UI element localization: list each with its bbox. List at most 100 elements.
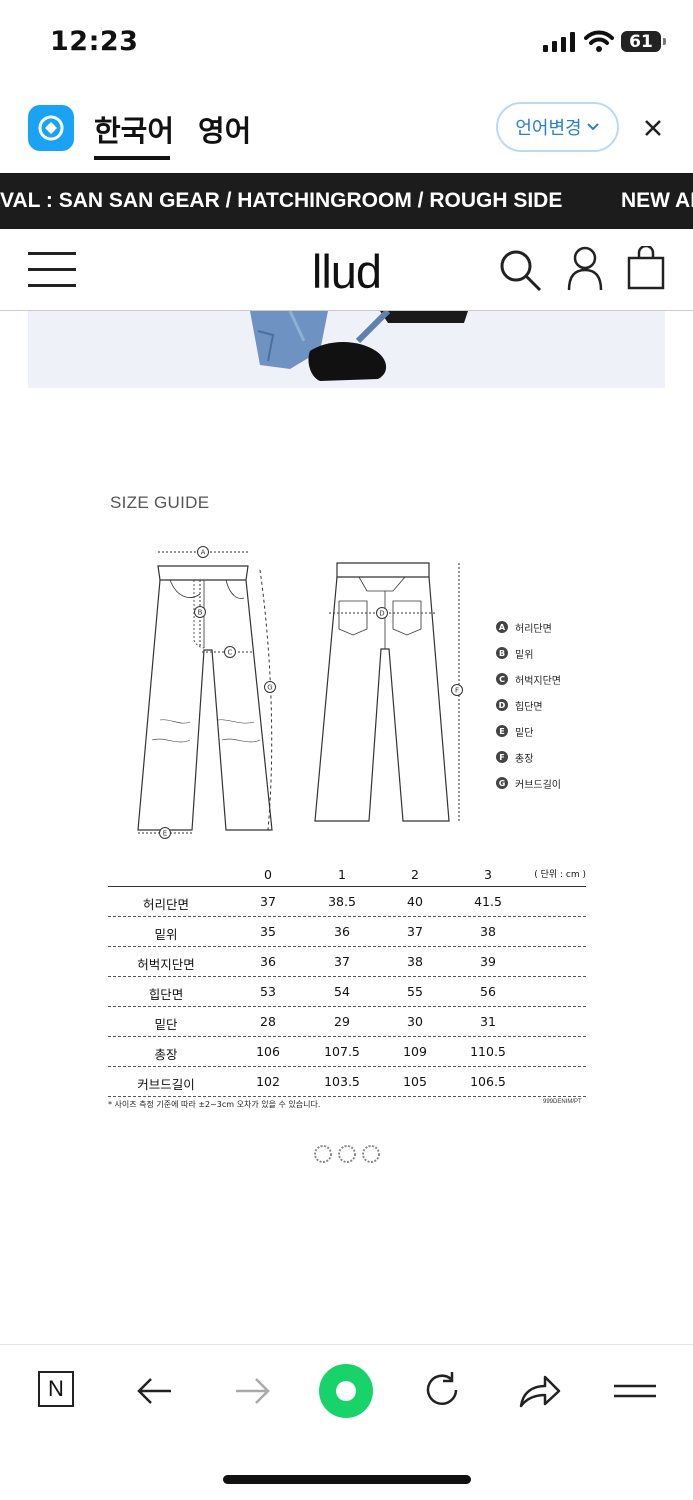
jeans-back-diagram: D F xyxy=(314,562,463,822)
jeans-front-diagram: A B C G E xyxy=(137,546,276,839)
legend-item: B 밑위 xyxy=(496,640,561,666)
account-icon[interactable] xyxy=(567,246,603,292)
size-table-header: 0 1 2 3 ( 단위 : cm ) xyxy=(108,860,586,887)
table-row: 밑단 28 29 30 31 xyxy=(108,1007,586,1037)
legend-badge: G xyxy=(496,777,508,789)
cell: 106.5 xyxy=(470,1074,506,1089)
legend-label: 커브드길이 xyxy=(515,779,561,791)
cell: 38 xyxy=(407,954,423,969)
row-label: 허리단면 xyxy=(142,897,190,912)
cell: 107.5 xyxy=(324,1044,360,1059)
site-logo[interactable]: llud xyxy=(311,245,382,298)
header-divider xyxy=(0,310,693,311)
row-label: 허벅지단면 xyxy=(137,957,195,972)
menu-icon[interactable] xyxy=(614,1378,656,1404)
cell: 37 xyxy=(334,954,350,969)
announcement-marquee[interactable]: VAL : SAN SAN GEAR / HATCHINGROOM / ROUG… xyxy=(0,173,693,229)
active-tab-underline xyxy=(94,156,170,160)
badge-b: B xyxy=(198,609,203,617)
legend-badge: A xyxy=(496,621,508,633)
measurement-note: * 사이즈 측정 기준에 따라 ±2~3cm 오차가 있을 수 있습니다. xyxy=(108,1100,321,1109)
badge-a: A xyxy=(201,549,206,557)
legend-item: D 힙단면 xyxy=(496,692,561,718)
table-row: 힙단면 53 54 55 56 xyxy=(108,977,586,1007)
cell: 37 xyxy=(260,894,276,909)
cell: 103.5 xyxy=(324,1074,360,1089)
toolbar-divider xyxy=(0,1344,693,1345)
translate-app-icon xyxy=(38,115,64,141)
cell: 36 xyxy=(334,924,350,939)
battery-icon: 61 xyxy=(621,31,666,52)
legend-label: 밑위 xyxy=(515,649,534,661)
badge-c: C xyxy=(228,649,233,657)
shopping-bag-icon[interactable] xyxy=(627,246,665,290)
jeans-photo-image xyxy=(28,311,665,388)
product-photo xyxy=(28,311,665,388)
legend-label: 힙단면 xyxy=(515,701,543,713)
change-language-button[interactable]: 언어변경 xyxy=(496,102,619,152)
cell: 35 xyxy=(260,924,276,939)
cell: 29 xyxy=(334,1014,350,1029)
table-row: 커브드길이 102 103.5 105 106.5 xyxy=(108,1067,586,1097)
cell: 105 xyxy=(403,1074,427,1089)
close-icon xyxy=(645,120,661,136)
legend-badge: D xyxy=(496,699,508,711)
table-row: 허리단면 37 38.5 40 41.5 xyxy=(108,887,586,917)
marquee-text-next: NEW AR xyxy=(621,189,693,212)
cell: 31 xyxy=(480,1014,496,1029)
legend-label: 허벅지단면 xyxy=(515,675,561,687)
wifi-icon xyxy=(584,30,614,52)
hamburger-menu-icon[interactable] xyxy=(28,252,76,287)
row-label: 총장 xyxy=(154,1047,178,1062)
cell: 110.5 xyxy=(470,1044,506,1059)
reload-icon[interactable] xyxy=(422,1370,462,1410)
carousel-indicator-icon[interactable] xyxy=(312,1143,382,1165)
cellular-signal-icon xyxy=(543,32,575,52)
legend-label: 밑단 xyxy=(515,727,534,739)
table-row: 총장 106 107.5 109 110.5 xyxy=(108,1037,586,1067)
size-guide-title: SIZE GUIDE xyxy=(110,493,210,512)
badge-f: F xyxy=(455,687,459,695)
back-arrow-icon[interactable] xyxy=(135,1374,175,1408)
search-icon[interactable] xyxy=(498,248,542,292)
tab-korean[interactable]: 한국어 xyxy=(94,114,175,148)
size-col-2: 2 xyxy=(411,867,419,882)
cell: 53 xyxy=(260,984,276,999)
close-button[interactable] xyxy=(643,114,663,145)
marquee-text: VAL : SAN SAN GEAR / HATCHINGROOM / ROUG… xyxy=(0,189,563,212)
badge-g: G xyxy=(267,684,272,692)
tab-english[interactable]: 영어 xyxy=(198,114,252,148)
legend-item: G 커브드길이 xyxy=(496,770,561,796)
row-label: 밑단 xyxy=(154,1017,178,1032)
naver-home-button[interactable]: N xyxy=(38,1371,74,1407)
legend-badge: E xyxy=(496,725,508,737)
cell: 106 xyxy=(256,1044,280,1059)
legend-badge: B xyxy=(496,647,508,659)
row-label: 밑위 xyxy=(154,927,178,942)
row-label: 힙단면 xyxy=(148,987,184,1002)
share-icon[interactable] xyxy=(517,1372,561,1410)
change-language-label: 언어변경 xyxy=(515,118,582,139)
green-home-button[interactable] xyxy=(319,1364,373,1418)
cell: 28 xyxy=(260,1014,276,1029)
table-row: 허벅지단면 36 37 38 39 xyxy=(108,947,586,977)
cell: 37 xyxy=(407,924,423,939)
cell: 38 xyxy=(480,924,496,939)
cell: 40 xyxy=(407,894,423,909)
cell: 30 xyxy=(407,1014,423,1029)
home-indicator xyxy=(223,1475,471,1484)
legend-item: E 밑단 xyxy=(496,718,561,744)
cell: 36 xyxy=(260,954,276,969)
size-col-1: 1 xyxy=(338,867,346,882)
cell: 41.5 xyxy=(474,894,502,909)
size-col-0: 0 xyxy=(264,867,272,882)
size-col-3: 3 xyxy=(484,867,492,882)
product-code: 999DENIM/PT xyxy=(543,1099,582,1105)
cell: 56 xyxy=(480,984,496,999)
green-dot-icon xyxy=(336,1381,356,1401)
forward-arrow-icon[interactable] xyxy=(232,1374,272,1408)
